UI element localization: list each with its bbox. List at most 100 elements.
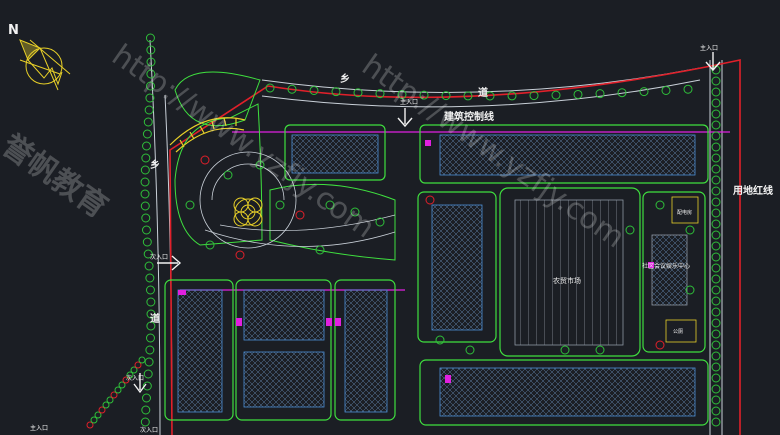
tree-icon — [145, 345, 155, 355]
tree-icon — [711, 307, 721, 317]
tree-icon — [711, 76, 721, 86]
tree-icon — [106, 396, 114, 404]
tree-icon — [353, 88, 363, 98]
tree-icon — [130, 366, 138, 374]
tree-icon — [122, 376, 130, 384]
tree-icon — [114, 386, 122, 394]
tree-icon — [141, 393, 151, 403]
block-accents — [178, 140, 654, 383]
tree-icon — [140, 417, 150, 427]
tree-icon — [140, 189, 150, 199]
north-label: N — [8, 23, 19, 38]
tree-icon — [143, 117, 153, 127]
tree-icon — [146, 69, 156, 79]
tree-icon — [145, 93, 155, 103]
road-label-left-2: 道 — [150, 312, 160, 325]
tree-icon — [425, 195, 435, 205]
tree-icon — [140, 201, 150, 211]
tree-icon — [441, 91, 451, 101]
tree-icon — [144, 105, 154, 115]
community-center-label: 社区会议娱乐中心 — [642, 262, 690, 270]
tree-icon — [711, 164, 721, 174]
tree-icon — [711, 263, 721, 273]
tree-icon — [275, 200, 285, 210]
tree-icon — [200, 155, 210, 165]
tree-icon — [711, 175, 721, 185]
tree-icon — [98, 406, 106, 414]
tree-icon — [142, 237, 152, 247]
tree-icon — [711, 406, 721, 416]
secondary-entrance-label-bottom: 次入口 — [126, 374, 144, 382]
tree-icon — [141, 225, 151, 235]
tree-icon — [639, 87, 649, 97]
tree-icon — [711, 340, 721, 350]
secondary-entrance-label-left: 次入口 — [150, 253, 168, 261]
tree-icon — [595, 89, 605, 99]
housing-block-bottom-right — [419, 359, 709, 426]
tree-icon — [90, 416, 98, 424]
tree-icon — [143, 249, 153, 259]
tree-icon — [94, 411, 102, 419]
tree-icon — [711, 208, 721, 218]
tree-icon — [655, 340, 665, 350]
tree-icon — [711, 373, 721, 383]
main-entrance-label-top: 主入口 — [400, 98, 418, 106]
tree-icon — [655, 200, 665, 210]
tree-icon — [419, 90, 429, 100]
tree-icon — [617, 88, 627, 98]
housing-block-top-right — [419, 124, 709, 184]
tree-icon — [397, 89, 407, 99]
tree-icon — [146, 321, 156, 331]
main-entrance-label-right: 主入口 — [700, 44, 718, 52]
tree-icon — [315, 245, 325, 255]
tree-icon — [463, 91, 473, 101]
entrance-arrow-icon — [133, 52, 721, 394]
housing-block-middle-left — [417, 191, 497, 343]
north-arrow-icon — [19, 39, 71, 91]
tree-icon — [185, 200, 195, 210]
tree-icon — [711, 197, 721, 207]
tree-planting — [86, 33, 721, 429]
flower-of-life-icon — [233, 197, 263, 227]
tree-icon — [711, 219, 721, 229]
tree-icon — [529, 91, 539, 101]
tree-icon — [140, 165, 150, 175]
tree-icon — [205, 240, 215, 250]
tree-icon — [146, 297, 156, 307]
tree-icon — [560, 345, 570, 355]
tree-icon — [141, 405, 151, 415]
tree-icon — [295, 210, 305, 220]
tree-icon — [325, 200, 335, 210]
tree-icon — [146, 45, 156, 55]
tree-icon — [507, 91, 517, 101]
land-red-line — [169, 59, 741, 435]
road-label-top-1: 乡 — [340, 72, 350, 85]
tree-icon — [711, 329, 721, 339]
housing-block-top-left — [284, 124, 386, 181]
tree-icon — [711, 351, 721, 361]
tree-icon — [86, 421, 94, 429]
farm-market-label: 农贸市场 — [553, 276, 581, 285]
tree-icon — [223, 170, 233, 180]
tree-icon — [711, 87, 721, 97]
tree-icon — [711, 186, 721, 196]
tree-icon — [145, 33, 155, 43]
tree-icon — [235, 250, 245, 260]
community-center-block — [642, 191, 706, 353]
tree-icon — [711, 285, 721, 295]
tree-icon — [711, 230, 721, 240]
tree-icon — [711, 274, 721, 284]
tree-icon — [485, 91, 495, 101]
tree-icon — [625, 225, 635, 235]
tree-icon — [145, 273, 155, 283]
tree-icon — [138, 356, 146, 364]
tree-icon — [711, 362, 721, 372]
tree-icon — [711, 252, 721, 262]
tree-icon — [118, 381, 126, 389]
tree-icon — [126, 371, 134, 379]
tree-icon — [145, 333, 155, 343]
tree-icon — [711, 241, 721, 251]
